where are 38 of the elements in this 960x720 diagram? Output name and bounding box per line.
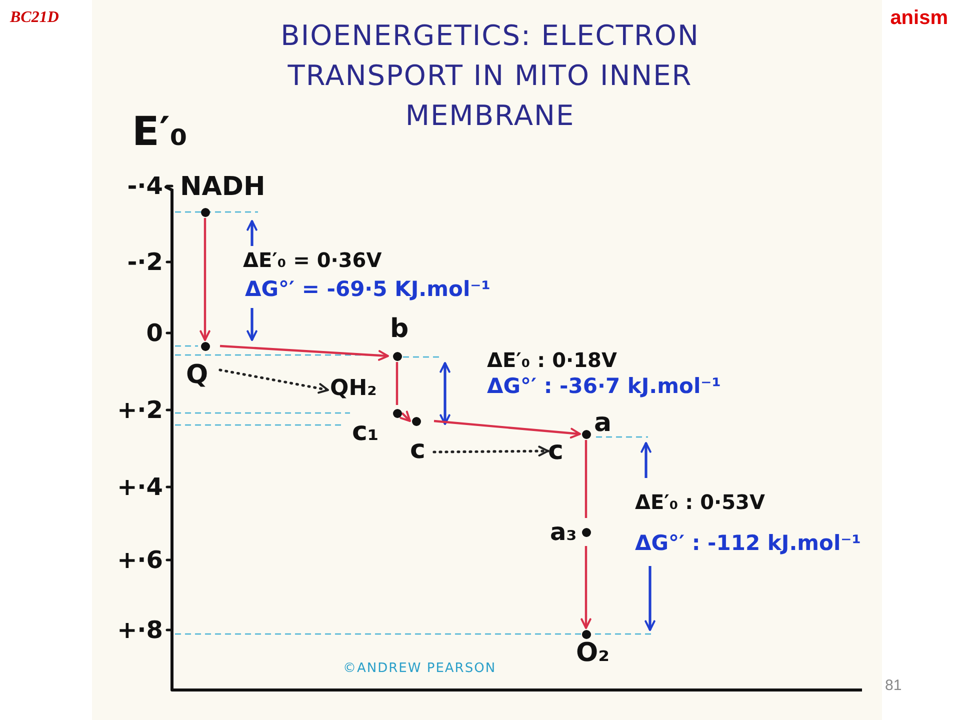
carrier-name: c bbox=[410, 435, 426, 465]
potential-difference-label: ΔE′₀ = 0·36V bbox=[243, 248, 382, 272]
header-text: anism bbox=[890, 6, 948, 30]
carrier-name: NADH bbox=[180, 172, 266, 202]
title: BIOENERGETICS: ELECTRON TRANSPORT IN MITO INNER MEMBRANE bbox=[280, 18, 700, 134]
page-number: 81 bbox=[885, 677, 902, 695]
arrow bbox=[400, 410, 411, 422]
potential-difference-label: ΔE′₀ : 0·18V bbox=[487, 348, 617, 372]
carrier-name: O₂ bbox=[576, 638, 610, 668]
arrow bbox=[200, 218, 210, 341]
arrow bbox=[220, 344, 389, 361]
axis-tick-label: +·6 bbox=[117, 546, 163, 574]
carrier-name: b bbox=[390, 314, 409, 344]
axis-tick-label: 0 bbox=[146, 319, 163, 347]
free-energy-label: ΔG°′ = -69·5 KJ.mol⁻¹ bbox=[245, 276, 490, 302]
carrier-name: c bbox=[548, 436, 564, 466]
copyright-note: ©ANDREW PEARSON bbox=[343, 660, 496, 678]
slide-code: BC21D bbox=[10, 8, 59, 28]
arrow bbox=[580, 546, 592, 629]
axis-tick-label: -·2 bbox=[127, 248, 163, 276]
carrier-name: a bbox=[594, 408, 612, 438]
axis-tick-label: +·8 bbox=[117, 616, 163, 644]
carrier-name: c₁ bbox=[352, 417, 379, 447]
arrow bbox=[434, 420, 581, 439]
carrier-name: Q bbox=[186, 360, 208, 390]
axis-title: E′₀ bbox=[132, 108, 188, 156]
dotted-arrow bbox=[432, 446, 550, 456]
axis-tick-label: +·2 bbox=[117, 396, 163, 424]
connector-line bbox=[584, 440, 588, 518]
potential-difference-label: ΔE′₀ : 0·53V bbox=[635, 490, 765, 514]
dotted-arrow bbox=[218, 368, 330, 394]
axis-tick-label: +·4 bbox=[117, 473, 163, 501]
carrier-name: QH₂ bbox=[330, 376, 377, 402]
connector-line bbox=[396, 362, 398, 405]
free-energy-label: ΔG°′ : -36·7 kJ.mol⁻¹ bbox=[487, 373, 721, 399]
carrier-name: a₃ bbox=[550, 518, 577, 546]
axis-tick-label: -·4 bbox=[127, 172, 163, 200]
free-energy-label: ΔG°′ : -112 kJ.mol⁻¹ bbox=[635, 530, 861, 556]
